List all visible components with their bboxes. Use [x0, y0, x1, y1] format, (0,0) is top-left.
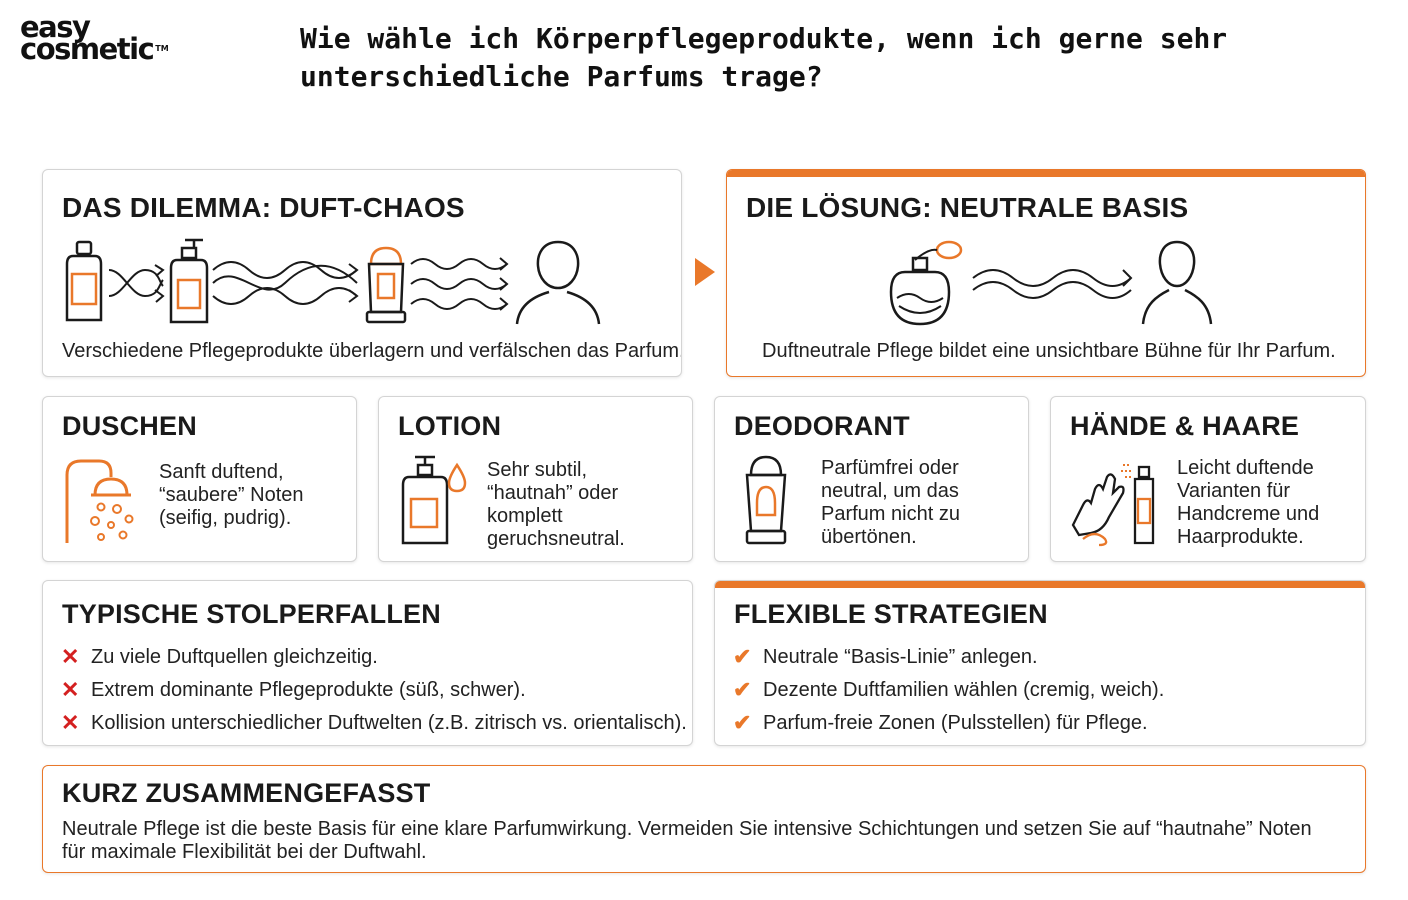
chaos-waves-icon	[212, 261, 359, 305]
dilemma-caption: Verschiedene Pflegeprodukte überlagern u…	[62, 340, 682, 362]
shampoo-bottle-icon	[65, 240, 103, 322]
category-text: Parfümfrei oder neutral, um das Parfum n…	[821, 457, 960, 548]
chaos-waves-icon	[410, 257, 509, 311]
perfume-bottle-icon	[889, 240, 963, 326]
category-text: Leicht duftende Varianten für Handcreme …	[1177, 457, 1320, 548]
dilemma-card: DAS DILEMMA: DUFT-CHAOS Verschiede	[42, 169, 682, 377]
check-icon: ✔	[733, 644, 752, 669]
trademark-mark: TM	[155, 44, 169, 53]
list-item: ✕ Kollision unterschiedlicher Duftwelten …	[61, 711, 687, 744]
solution-caption: Duftneutrale Pflege bildet eine unsichtb…	[762, 340, 1336, 362]
person-icon	[515, 240, 601, 325]
list-item-text: Zu viele Duftquellen gleichzeitig.	[91, 646, 378, 668]
list-item: ✔ Neutrale “Basis-Linie” anlegen.	[733, 645, 1164, 678]
list-item: ✕ Extrem dominante Pflegeprodukte (süß, s…	[61, 678, 687, 711]
pitfalls-title: TYPISCHE STOLPERFALLEN	[62, 599, 441, 629]
arrow-right-icon	[695, 258, 715, 286]
pitfalls-list: ✕ Zu viele Duftquellen gleichzeitig. ✕ Ext…	[61, 645, 687, 744]
pump-bottle-icon	[169, 238, 209, 324]
check-icon: ✔	[733, 677, 752, 702]
list-item: ✔ Parfum-freie Zonen (Pulsstellen) für Pf…	[733, 711, 1164, 744]
list-item-text: Extrem dominante Pflegeprodukte (süß, sc…	[91, 679, 526, 701]
check-icon: ✔	[733, 710, 752, 735]
pitfalls-card: TYPISCHE STOLPERFALLEN ✕ Zu viele Duftque…	[42, 580, 693, 746]
category-card-lotion: LOTION Sehr subtil, “hautnah” oder kompl…	[378, 396, 693, 562]
deodorant-stick-icon	[365, 246, 407, 324]
person-icon	[1141, 240, 1213, 325]
shower-icon	[65, 459, 134, 543]
cross-icon: ✕	[61, 710, 80, 735]
strategies-title: FLEXIBLE STRATEGIEN	[734, 599, 1048, 629]
cross-icon: ✕	[61, 644, 80, 669]
brand-logo-line1: easy	[20, 10, 91, 44]
summary-title: KURZ ZUSAMMENGEFASST	[62, 778, 431, 808]
category-text: Sehr subtil, “hautnah” oder komplett ger…	[487, 459, 625, 550]
category-card-duschen: DUSCHEN Sanft duftend, “saubere” Noten (…	[42, 396, 357, 562]
list-item-text: Parfum-freie Zonen (Pulsstellen) für Pfl…	[763, 712, 1148, 734]
dilemma-title: DAS DILEMMA: DUFT-CHAOS	[62, 192, 465, 223]
summary-text: Neutrale Pflege ist die beste Basis für …	[62, 818, 1312, 863]
strategies-card: FLEXIBLE STRATEGIEN ✔ Neutrale “Basis-Lin…	[714, 580, 1366, 746]
category-title: LOTION	[398, 411, 502, 441]
solution-title: DIE LÖSUNG: NEUTRALE BASIS	[746, 192, 1189, 223]
list-item-text: Kollision unterschiedlicher Duftwelten (…	[91, 712, 687, 734]
cross-icon: ✕	[61, 677, 80, 702]
summary-card: KURZ ZUSAMMENGEFASST Neutrale Pflege ist…	[42, 765, 1366, 873]
category-title: HÄNDE & HAARE	[1070, 411, 1300, 441]
category-card-deodorant: DEODORANT Parfümfrei oder neutral, um da…	[714, 396, 1029, 562]
scent-wave-icon	[972, 269, 1133, 299]
strategies-list: ✔ Neutrale “Basis-Linie” anlegen. ✔ Dezent…	[733, 645, 1164, 744]
deodorant-stick-icon	[745, 455, 787, 545]
brand-logo-word: cosmetic	[20, 32, 155, 66]
list-item-text: Neutrale “Basis-Linie” anlegen.	[763, 646, 1038, 668]
list-item-text: Dezente Duftfamilien wählen (cremig, wei…	[763, 679, 1165, 701]
solution-card: DIE LÖSUNG: NEUTRALE BASIS Duftneutrale …	[726, 169, 1366, 377]
category-card-haende-haare: HÄNDE & HAARE Leicht duftende Varianten …	[1050, 396, 1366, 562]
lotion-pump-icon	[401, 455, 467, 545]
category-title: DEODORANT	[734, 411, 910, 441]
list-item: ✕ Zu viele Duftquellen gleichzeitig.	[61, 645, 687, 678]
list-item: ✔ Dezente Duftfamilien wählen (cremig, we…	[733, 678, 1164, 711]
page-title: Wie wähle ich Körperpflegeprodukte, wenn…	[300, 22, 1228, 93]
hand-spray-icon	[1071, 464, 1155, 547]
category-title: DUSCHEN	[62, 411, 197, 441]
chaos-waves-icon	[108, 264, 165, 303]
category-text: Sanft duftend, “saubere” Noten (seifig, …	[159, 461, 304, 529]
